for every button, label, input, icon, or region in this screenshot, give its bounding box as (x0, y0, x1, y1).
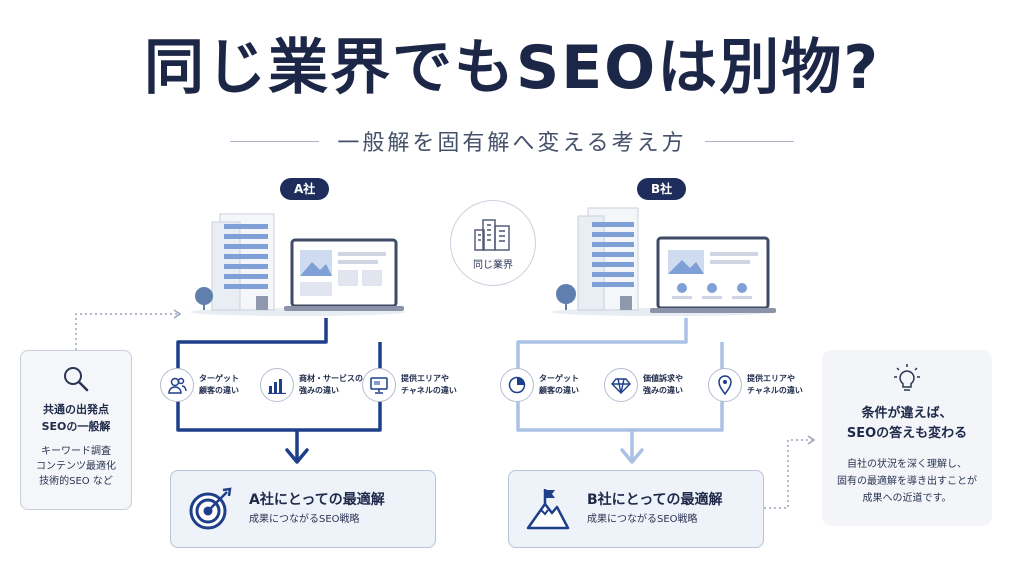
page-title: 同じ業界でもSEOは別物? (143, 33, 880, 103)
company-a-illustration (190, 213, 406, 316)
factor-item: 提供エリアや チャネルの違い (708, 368, 803, 402)
pie-chart-icon (500, 368, 534, 402)
factor-item: ターゲット 顧客の違い (500, 368, 579, 402)
card-line: 成果への近道です。 (862, 493, 952, 504)
bar-chart-icon (260, 368, 294, 402)
card-line: 固有の最適解を導き出すことが (837, 476, 977, 487)
company-b-badge: B社 (637, 178, 687, 200)
target-icon (171, 486, 249, 532)
factor-text: 価値訴求や 強みの違い (643, 374, 683, 395)
card-line: 技術的SEO など (39, 476, 113, 487)
factor-text: 提供エリアや チャネルの違い (747, 374, 803, 395)
monitor-icon (362, 368, 396, 402)
card-heading: SEOの一般解 (41, 420, 111, 433)
result-subtitle: 成果につながるSEO戦略 (249, 514, 360, 525)
users-icon (160, 368, 194, 402)
card-line: キーワード調査 (41, 446, 111, 457)
page-subtitle: 一般解を固有解へ変える考え方 (337, 131, 687, 156)
company-b-illustration (551, 207, 776, 316)
industry-label: 同じ業界 (473, 259, 513, 271)
result-title: A社にとっての最適解 (249, 492, 385, 508)
buildings-icon (474, 218, 510, 251)
card-heading: 共通の出発点 (43, 403, 109, 416)
lightbulb-icon (894, 364, 920, 391)
result-title: B社にとっての最適解 (587, 492, 723, 508)
factor-item: ターゲット 顧客の違い (160, 368, 239, 402)
company-a-badge: A社 (280, 178, 330, 200)
conclusion-card: 条件が違えば、 SEOの答えも変わる 自社の状況を深く理解し、 固有の最適解を導… (822, 350, 992, 526)
factor-item: 商材・サービスの 強みの違い (260, 368, 363, 402)
card-line: 自社の状況を深く理解し、 (847, 459, 967, 470)
divider (704, 140, 794, 142)
subtitle-row: 一般解を固有解へ変える考え方 (230, 124, 794, 158)
company-a-result-box: A社にとっての最適解 成果につながるSEO戦略 (170, 470, 436, 548)
factor-text: 提供エリアや チャネルの違い (401, 374, 457, 395)
common-start-card: 共通の出発点 SEOの一般解 キーワード調査 コンテンツ最適化 技術的SEO な… (20, 350, 132, 510)
mountain-flag-icon (509, 486, 587, 532)
card-line: コンテンツ最適化 (36, 461, 116, 472)
factor-text: 商材・サービスの 強みの違い (299, 374, 363, 395)
card-heading: SEOの答えも変わる (846, 426, 968, 441)
search-icon (64, 367, 89, 392)
factor-text: ターゲット 顧客の違い (539, 374, 579, 395)
company-b-result-box: B社にとっての最適解 成果につながるSEO戦略 (508, 470, 764, 548)
location-pin-icon (708, 368, 742, 402)
result-subtitle: 成果につながるSEO戦略 (587, 514, 698, 525)
industry-circle: 同じ業界 (450, 200, 536, 286)
factor-text: ターゲット 顧客の違い (199, 374, 239, 395)
divider (230, 140, 320, 142)
factor-item: 提供エリアや チャネルの違い (362, 368, 457, 402)
factor-item: 価値訴求や 強みの違い (604, 368, 683, 402)
card-heading: 条件が違えば、 (861, 406, 953, 421)
diamond-icon (604, 368, 638, 402)
